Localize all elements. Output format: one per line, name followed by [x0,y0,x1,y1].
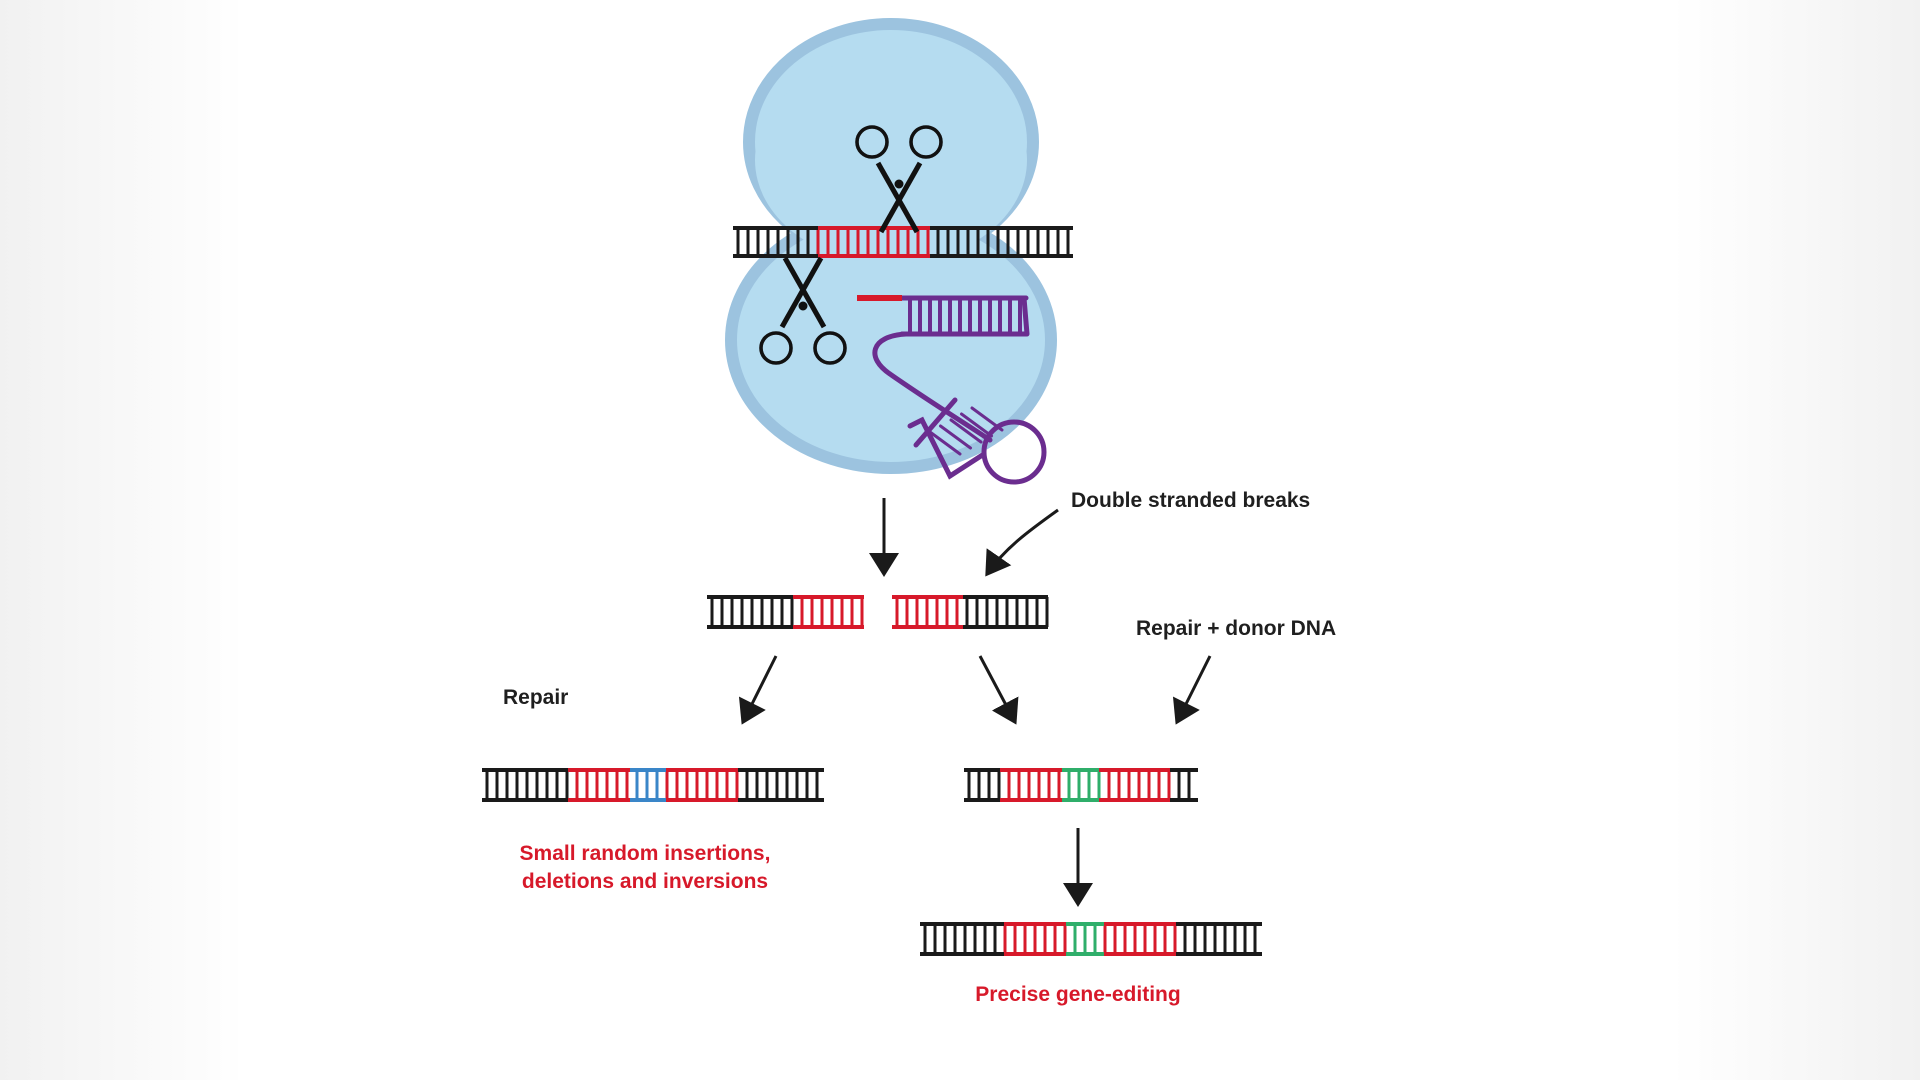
dna-target-strand [733,226,1073,258]
dna-repaired-random [482,768,824,802]
scissors-icon [855,125,943,234]
scissors-icon [759,256,847,365]
label-outcome-random: Small random insertions, deletions and i… [475,840,815,896]
dna-precise-edit [920,922,1262,956]
dna-layer [482,226,1262,956]
cas9-protein [725,18,1057,474]
label-outcome-precise: Precise gene-editing [975,983,1181,1006]
dna-broken-left [707,595,864,629]
rna-loop [981,419,1047,485]
arrow-repair-left [738,655,778,725]
label-double-stranded-breaks: Double stranded breaks [1071,489,1311,512]
figure-panel: Double stranded breaks Repair + donor DN… [238,0,1678,1080]
dna-broken-right [892,595,1049,629]
guide-rna [872,295,1047,485]
dna-repaired-donor [964,768,1198,802]
arrow-donor [1172,655,1212,725]
label-repair-donor: Repair + donor DNA [1136,617,1337,640]
arrow-repair-right [978,655,1019,725]
label-repair: Repair [503,686,569,709]
label-outcome-random-line2: deletions and inversions [521,870,769,893]
label-outcome-random-line1: Small random insertions, [519,842,771,865]
arrow-breaks-pointer [985,508,1059,577]
